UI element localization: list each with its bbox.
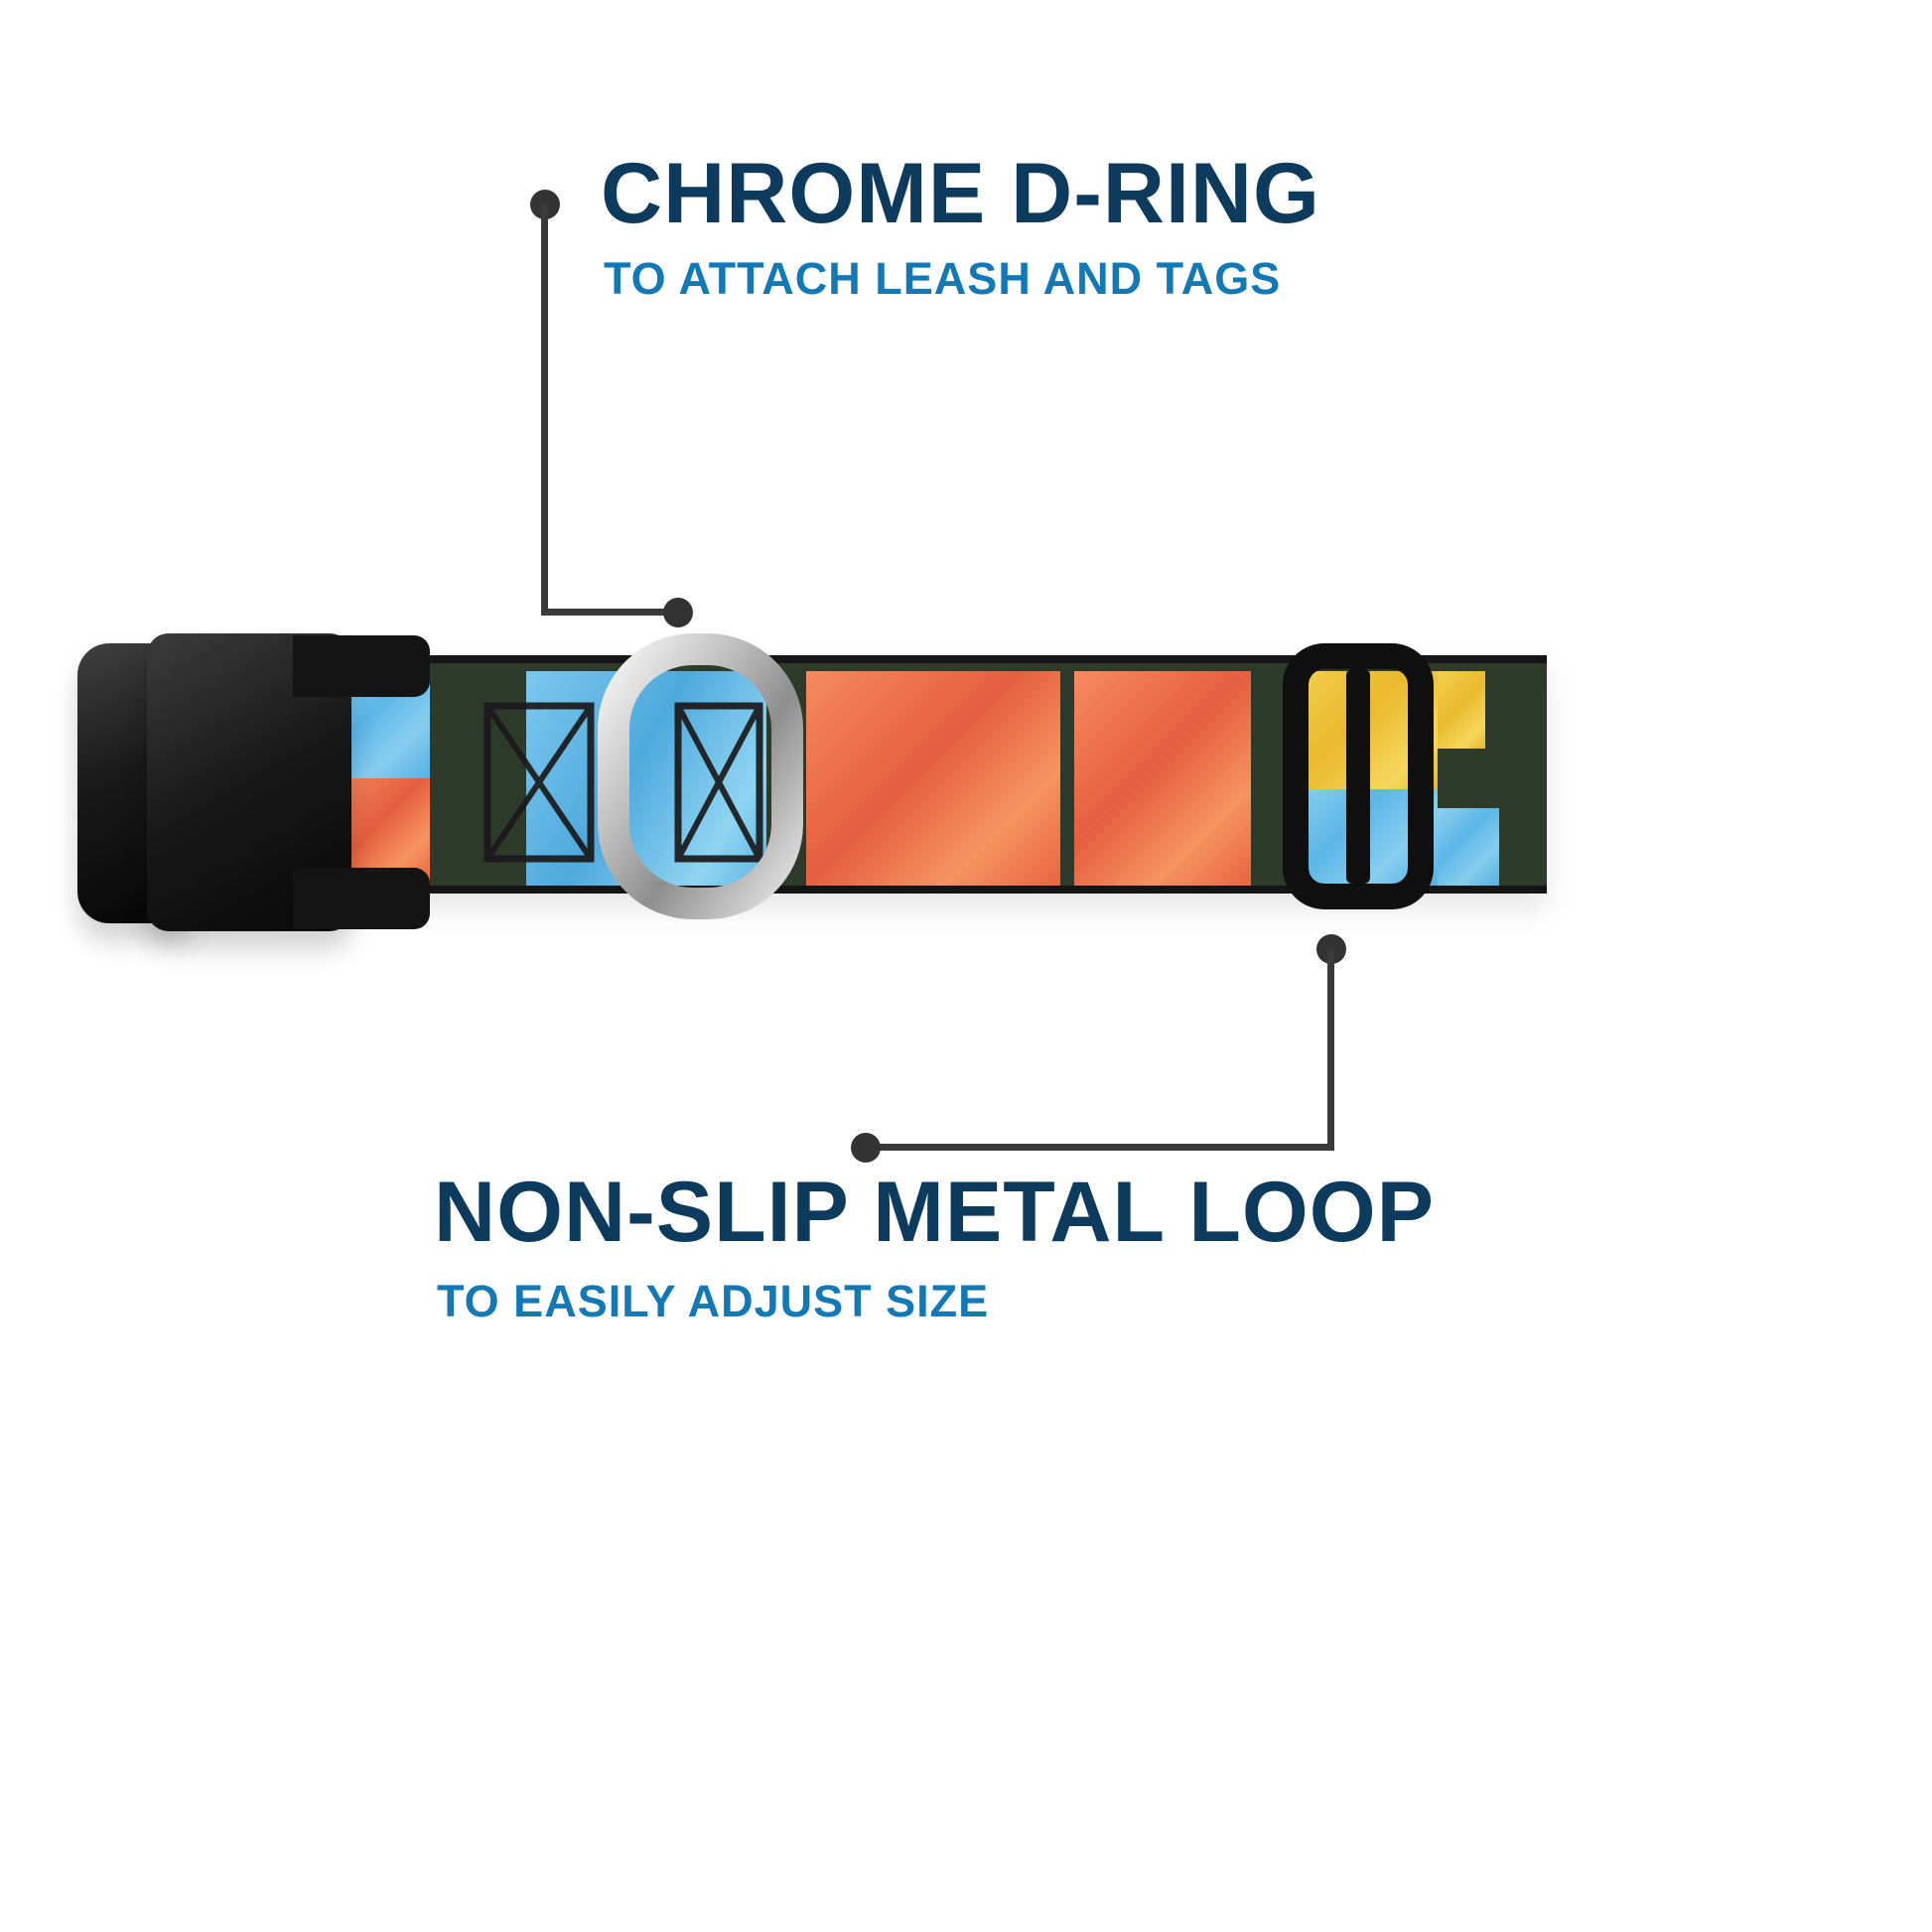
dring-subtitle: TO ATTACH LEASH AND TAGS: [604, 253, 1282, 304]
patch-orange-1: [806, 671, 1060, 886]
triglide-slider: [1283, 643, 1434, 909]
patch-orange-2: [1074, 671, 1251, 886]
loop-title: NON-SLIP METAL LOOP: [434, 1165, 1436, 1260]
callout-dot-dring-part: [663, 598, 693, 627]
triglide-center-bar: [1346, 669, 1370, 884]
callout-dot-loop-text: [851, 1133, 881, 1163]
patch-yellow-fragment: [1438, 671, 1485, 749]
callout-line-loop-vertical: [1327, 948, 1334, 1151]
callout-line-loop-horizontal: [866, 1144, 1334, 1151]
callout-line-dring-vertical: [541, 204, 548, 616]
box-stitch-left: [483, 702, 595, 863]
dring-title: CHROME D-RING: [601, 146, 1320, 241]
buckle-arm-top: [293, 635, 430, 697]
d-ring: [598, 633, 803, 919]
loop-subtitle: TO EASILY ADJUST SIZE: [437, 1276, 990, 1326]
buckle-arm-bottom: [293, 868, 430, 929]
callout-line-dring-horizontal: [541, 609, 680, 616]
patch-blue-fragment: [1438, 808, 1499, 886]
box-stitch-right: [674, 702, 763, 863]
